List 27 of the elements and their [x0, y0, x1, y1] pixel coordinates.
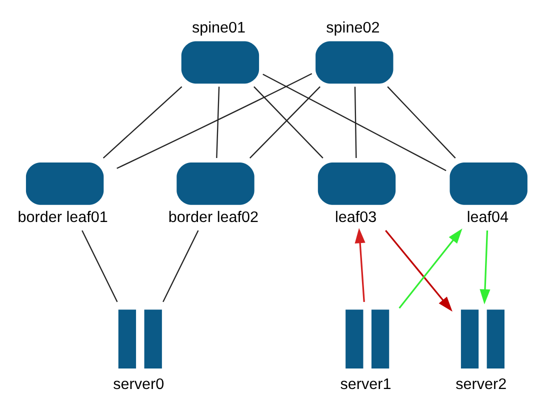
- arrow: [398, 228, 462, 309]
- node-label: leaf03: [334, 208, 377, 226]
- node-label: border leaf02: [168, 208, 259, 226]
- node-box: [181, 41, 260, 84]
- node-box: [318, 162, 396, 205]
- connector: [162, 230, 199, 302]
- node-label: spine01: [192, 19, 246, 36]
- node-label: border leaf01: [18, 208, 108, 226]
- arrow: [385, 230, 452, 312]
- node-label: server2: [456, 376, 507, 393]
- connector: [102, 86, 182, 158]
- connector: [387, 86, 456, 158]
- node-label: server0: [113, 376, 164, 393]
- connector: [116, 73, 312, 169]
- node-label: spine02: [326, 19, 380, 36]
- node-label: leaf04: [466, 208, 509, 226]
- node-label: server1: [340, 376, 392, 393]
- arrow: [354, 228, 366, 302]
- connector: [262, 74, 446, 172]
- arrow: [480, 230, 490, 304]
- connector: [82, 230, 118, 302]
- node-box: [176, 162, 254, 205]
- connector: [216, 86, 220, 158]
- connector: [354, 86, 357, 158]
- node-box: [26, 162, 104, 205]
- node-box: [450, 162, 528, 205]
- node-box: [316, 41, 394, 84]
